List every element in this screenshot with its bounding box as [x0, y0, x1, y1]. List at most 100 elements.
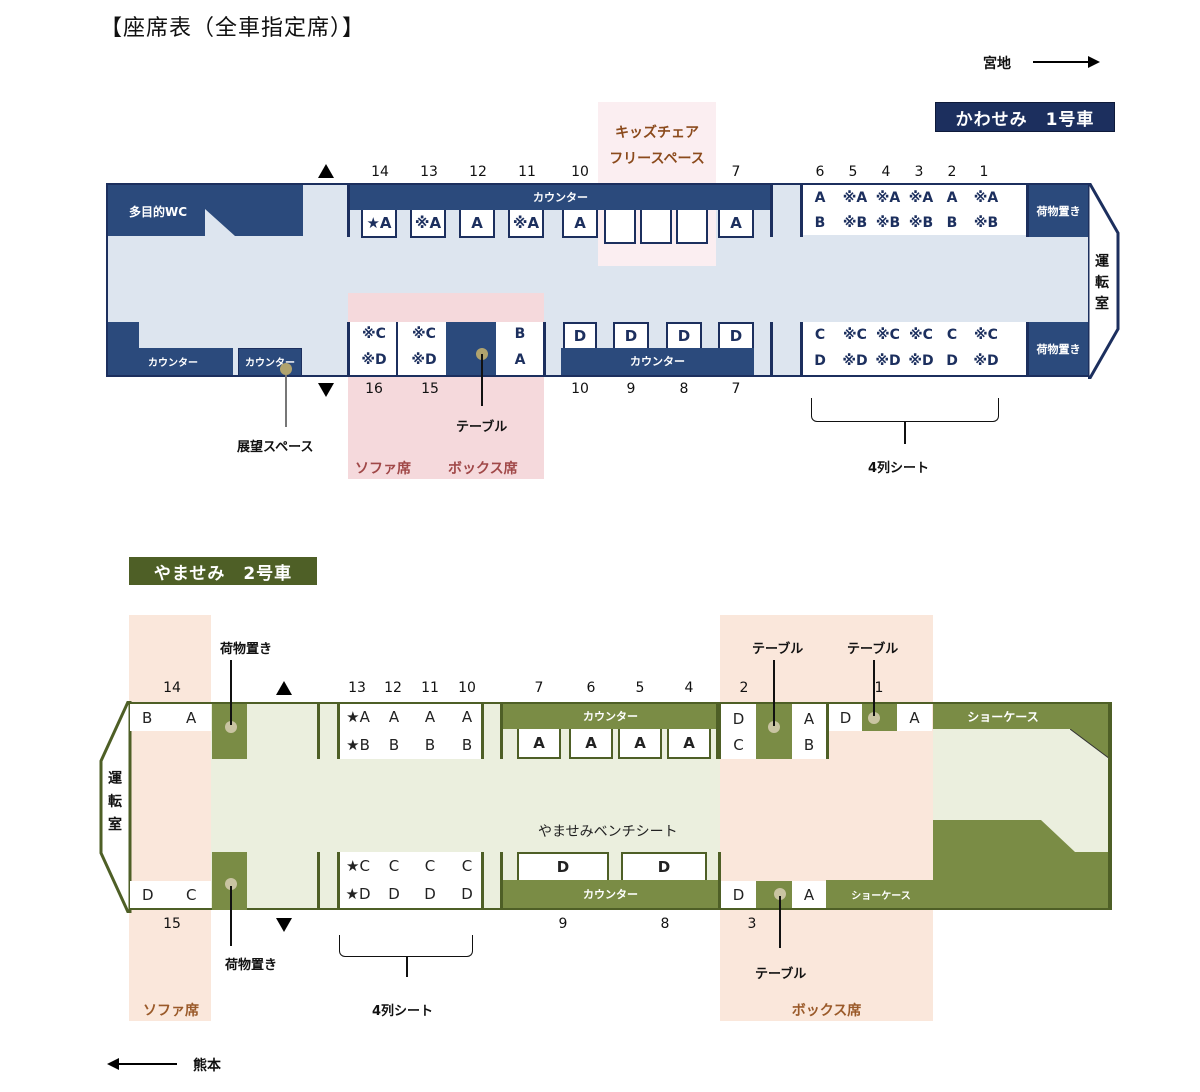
- luggage-top-label: 荷物置き: [1036, 205, 1081, 218]
- seat-7D[interactable]: D: [718, 322, 754, 348]
- car1-driver-cab-label: 運 転 室: [1093, 252, 1111, 315]
- seat-11A[interactable]: A: [424, 708, 436, 726]
- seat-12B[interactable]: B: [388, 736, 400, 754]
- seat[interactable]: B: [946, 215, 958, 231]
- row-number: 10: [571, 381, 589, 397]
- seat[interactable]: B: [814, 215, 826, 231]
- seat-8D[interactable]: D: [666, 322, 702, 348]
- box2-seat-right[interactable]: A B: [792, 704, 826, 759]
- seat-7A[interactable]: A: [517, 729, 561, 759]
- multipurpose-wc-block: [108, 185, 303, 236]
- seat-15D: ※D: [411, 352, 437, 368]
- seat-10A[interactable]: A: [461, 708, 473, 726]
- seat-11A[interactable]: ※A: [508, 210, 544, 238]
- seat[interactable]: ※A: [842, 190, 868, 206]
- seat-3D[interactable]: D: [721, 881, 756, 908]
- seat[interactable]: D: [814, 353, 826, 369]
- seat-1D[interactable]: D: [829, 704, 862, 731]
- seat-12A[interactable]: A: [459, 210, 495, 238]
- seat[interactable]: ※A: [973, 190, 999, 206]
- sofa-seat-15[interactable]: D C: [130, 881, 211, 908]
- seat-3A[interactable]: A: [792, 881, 826, 908]
- cab-char: 運: [108, 771, 122, 787]
- seat-10D[interactable]: D: [563, 322, 597, 348]
- showcase-top: [933, 704, 1110, 729]
- seat[interactable]: ※D: [973, 353, 999, 369]
- kids-chair[interactable]: [676, 210, 708, 244]
- seat[interactable]: D: [946, 353, 958, 369]
- seat-11D[interactable]: D: [424, 885, 436, 903]
- partition: [347, 185, 350, 237]
- seat[interactable]: ※D: [908, 353, 934, 369]
- seat-9D[interactable]: D: [613, 322, 649, 348]
- seat-11C[interactable]: C: [424, 857, 436, 875]
- partition: [500, 852, 503, 910]
- partition: [800, 322, 803, 376]
- seat[interactable]: ※A: [875, 190, 901, 206]
- seat-9D[interactable]: D: [517, 852, 609, 880]
- seat[interactable]: ※C: [876, 327, 900, 343]
- sofa-seat-14[interactable]: B A: [130, 704, 211, 731]
- bracket-stem: [406, 957, 408, 977]
- seat-12D[interactable]: D: [388, 885, 400, 903]
- seat-13C[interactable]: ★C: [346, 857, 370, 875]
- seat-13A[interactable]: ★A: [346, 708, 370, 726]
- seat-13A[interactable]: ※A: [410, 210, 446, 238]
- row-number: 7: [534, 680, 544, 696]
- luggage-rack-bottom: [1029, 322, 1088, 375]
- seat[interactable]: ※B: [842, 215, 868, 231]
- seat-2B: B: [803, 735, 815, 754]
- seat[interactable]: C: [814, 327, 826, 343]
- box-seat[interactable]: B A: [496, 322, 544, 375]
- kids-chair[interactable]: [604, 210, 636, 244]
- seat[interactable]: A: [946, 190, 958, 206]
- seat[interactable]: C: [946, 327, 958, 343]
- seat-4A[interactable]: A: [667, 729, 711, 759]
- row-number: 16: [365, 381, 383, 397]
- row-number: 1: [874, 680, 884, 696]
- seat[interactable]: ※D: [875, 353, 901, 369]
- direction-label-miyaji: 宮地: [983, 56, 1011, 72]
- seat-14A[interactable]: ★A: [361, 210, 397, 238]
- seat-1A[interactable]: A: [897, 704, 932, 731]
- seat-13D[interactable]: ★D: [345, 885, 371, 903]
- row-number: 11: [421, 680, 439, 696]
- seat-10B[interactable]: B: [461, 736, 473, 754]
- seat[interactable]: ※B: [908, 215, 934, 231]
- seat[interactable]: A: [814, 190, 826, 206]
- seat-7A[interactable]: A: [718, 210, 754, 238]
- seat[interactable]: ※B: [875, 215, 901, 231]
- partition: [718, 852, 721, 910]
- bracket-stem: [904, 422, 906, 444]
- seat-12C[interactable]: C: [388, 857, 400, 875]
- seat-12A[interactable]: A: [388, 708, 400, 726]
- seat-10C[interactable]: C: [461, 857, 473, 875]
- seat-10A[interactable]: A: [562, 210, 598, 238]
- leader-line: [285, 375, 287, 427]
- entrance-up-icon: [276, 681, 292, 695]
- seat-6A[interactable]: A: [569, 729, 613, 759]
- partition: [800, 185, 803, 237]
- kids-chair[interactable]: [640, 210, 672, 244]
- seat-8D[interactable]: D: [621, 852, 707, 880]
- showcase-corner: [1070, 729, 1110, 760]
- seat-11B[interactable]: B: [424, 736, 436, 754]
- seat-16D: ※D: [361, 352, 387, 368]
- observation-space-label: 展望スペース: [237, 440, 314, 455]
- seat[interactable]: ※A: [908, 190, 934, 206]
- box2-seat-left[interactable]: D C: [721, 704, 756, 759]
- car1-nose: [1088, 183, 1120, 379]
- seat[interactable]: ※B: [973, 215, 999, 231]
- seat-5A[interactable]: A: [618, 729, 662, 759]
- seat-14B: B: [142, 708, 153, 727]
- sofa-seat-15[interactable]: ※C ※D: [398, 322, 446, 375]
- row-number: 4: [881, 164, 891, 180]
- seat[interactable]: ※C: [843, 327, 867, 343]
- seat-10D[interactable]: D: [461, 885, 473, 903]
- table-label: テーブル: [456, 420, 508, 435]
- seat[interactable]: ※C: [909, 327, 933, 343]
- seat[interactable]: ※C: [974, 327, 998, 343]
- seat-13B[interactable]: ★B: [346, 736, 370, 754]
- sofa-seat-16[interactable]: ※C ※D: [350, 322, 396, 375]
- seat[interactable]: ※D: [842, 353, 868, 369]
